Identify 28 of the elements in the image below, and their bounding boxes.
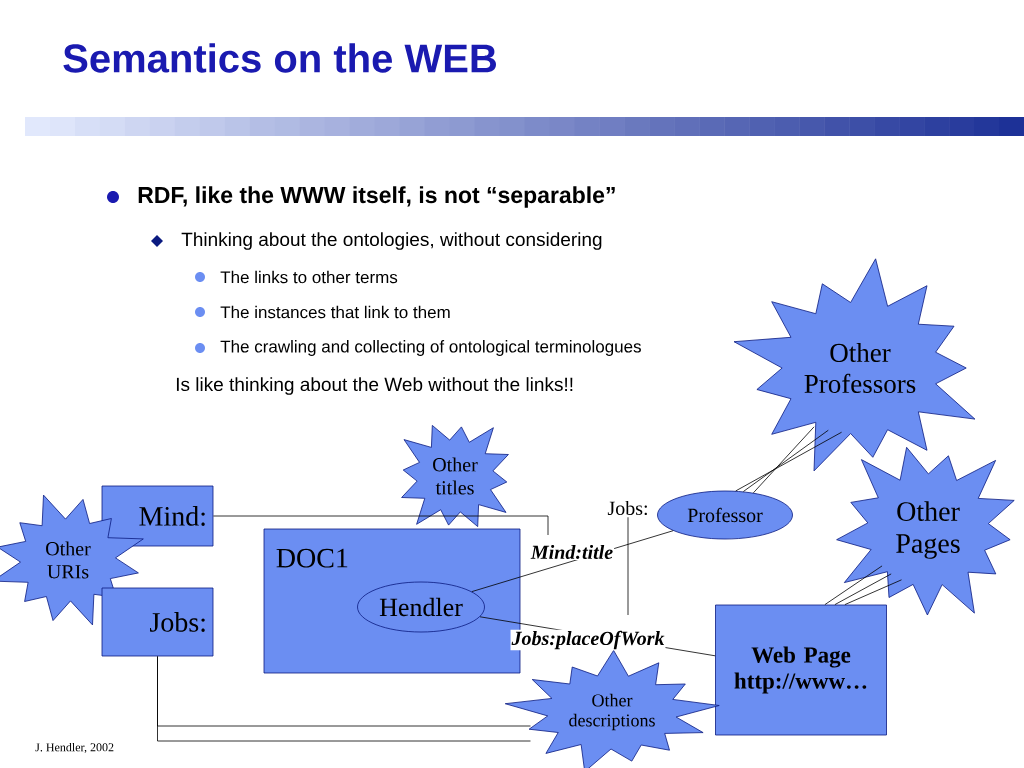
bullet-text: Is like thinking about the Web without the links!!	[176, 377, 573, 395]
connector-line	[834, 573, 892, 605]
starburst: Other titles	[401, 425, 509, 527]
bullet-text: The crawling and collecting of ontological terminologues	[220, 340, 641, 356]
starburst: Other Pages	[836, 446, 1015, 616]
prefix-box: Mind:	[101, 485, 214, 547]
bullet-text: The instances that link to them	[220, 305, 450, 319]
edge-label: Jobs:placeOfWork	[510, 629, 666, 651]
starburst: Other descriptions	[504, 650, 720, 768]
bullet-text: J. Hendler, 2002	[35, 742, 114, 754]
bullet-text: The links to other terms	[220, 270, 398, 284]
starburst: Other Professors	[733, 258, 976, 472]
connector-line	[844, 579, 902, 605]
connector-line	[753, 426, 815, 494]
edge-label: Mind:title	[529, 543, 615, 561]
connector-line	[627, 516, 629, 616]
slide-title: Semantics on the WEB	[63, 43, 496, 73]
prefix-label: Jobs:	[607, 500, 647, 516]
connector-line	[735, 431, 842, 492]
prefix-box: Jobs:	[101, 587, 214, 657]
connector-line	[213, 515, 549, 536]
connector-line	[742, 429, 829, 492]
connector-line	[824, 565, 883, 605]
bullet-text: RDF, like the WWW itself, is not “separable”	[138, 186, 615, 208]
bullet-text: Thinking about the ontologies, without considering	[181, 232, 602, 250]
node-label: Other descriptions	[569, 693, 655, 731]
web-page-box: Web Page http://www…	[715, 604, 887, 736]
connector-line	[157, 656, 531, 727]
